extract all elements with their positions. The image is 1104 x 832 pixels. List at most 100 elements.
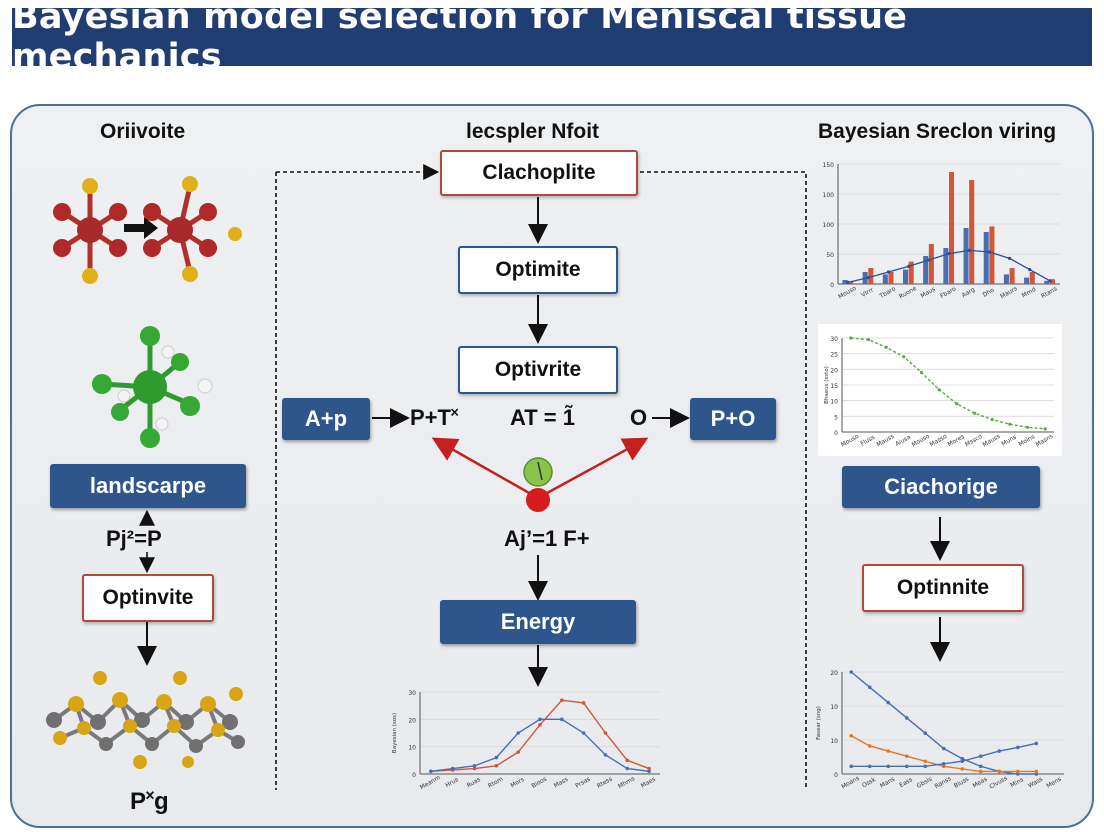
bar	[902, 269, 909, 284]
optivrite-box: Optivrite	[458, 346, 618, 394]
data-point	[472, 764, 477, 768]
polymer-molecule-icon	[46, 671, 245, 769]
x-tick-label: Mens	[1045, 776, 1062, 790]
x-tick-label: Ruone	[898, 285, 918, 301]
data-point	[625, 766, 630, 771]
trend-point	[1007, 256, 1012, 260]
y-tick-label: 100	[823, 222, 835, 229]
data-point	[560, 717, 564, 722]
trend-point	[1028, 268, 1032, 272]
x-tick-label: Moins	[1017, 433, 1036, 448]
data-point	[886, 749, 891, 753]
bar	[928, 244, 934, 284]
x-tick-label: Mouso	[837, 285, 858, 301]
x-tick-label: Bluss	[953, 776, 970, 790]
x-tick-label: Maes	[640, 776, 657, 790]
x-tick-label: Eass	[898, 776, 913, 789]
x-tick-label: Bioos	[530, 776, 548, 790]
ap-box: A+p	[282, 398, 370, 440]
data-point	[867, 764, 872, 769]
x-tick-label: Mhms	[617, 775, 636, 790]
y-tick-label: 30	[830, 336, 838, 343]
trend-point	[967, 248, 971, 252]
data-point	[867, 744, 872, 748]
data-point	[886, 700, 891, 705]
data-point	[923, 731, 928, 735]
trend-point	[866, 276, 870, 280]
reaction-node-icon	[523, 457, 553, 512]
data-point	[1015, 745, 1020, 750]
x-tick-label: Fluss	[859, 434, 876, 448]
data-point	[941, 764, 946, 769]
y-tick-label: 0	[834, 772, 838, 779]
formula-aj: Aj’=1 F+	[504, 526, 590, 551]
data-point	[581, 701, 586, 705]
data-point	[494, 764, 499, 768]
center-column-header: lecspler Nfoit	[466, 120, 600, 143]
po-box: P+O	[690, 398, 776, 440]
y-axis-label: Fasear (sng)	[816, 706, 822, 740]
red-arrow-right	[537, 437, 649, 500]
x-tick-label: Rtess	[596, 776, 614, 790]
x-tick-label: Rtans	[1040, 285, 1058, 300]
data-point	[625, 758, 630, 763]
series-line	[850, 337, 1046, 430]
x-tick-label: Masso	[929, 433, 949, 449]
data-point	[516, 750, 520, 754]
data-point	[904, 764, 909, 769]
trend-point	[907, 264, 911, 268]
x-tick-label: Wass	[1027, 776, 1044, 790]
data-point	[923, 764, 928, 769]
optinvite-label: Optinvite	[82, 574, 214, 622]
y-tick-label: 15	[830, 383, 838, 390]
x-tick-label: Aiusa	[894, 433, 912, 447]
data-point	[960, 759, 965, 764]
data-point	[972, 411, 977, 415]
data-point	[866, 337, 871, 342]
data-point	[1034, 772, 1039, 776]
x-tick-label: Meas	[971, 776, 988, 790]
landscape-label: landscarpe	[50, 464, 246, 508]
clachoplite-box: Clachoplite	[440, 150, 638, 196]
molecule-pair-icon	[53, 176, 242, 284]
y-tick-label: 20	[830, 670, 838, 677]
data-point	[960, 767, 965, 771]
bar	[943, 248, 949, 284]
y-tick-label: 150	[823, 162, 835, 169]
x-tick-label: Mssco	[964, 433, 984, 448]
y-tick-label: 50	[826, 252, 834, 259]
data-point	[904, 754, 909, 758]
data-point	[849, 733, 854, 738]
energy-label: Energy	[440, 600, 636, 644]
data-point	[902, 355, 906, 359]
y-tick-label: 10	[830, 399, 838, 406]
x-tick-label: Muns	[1000, 434, 1017, 448]
bar	[1024, 277, 1030, 284]
series-line	[850, 671, 1037, 775]
x-tick-label: Maurs	[999, 285, 1018, 300]
data-point	[941, 746, 946, 751]
bar	[842, 280, 848, 284]
formula-at: AT = 1̃	[510, 405, 576, 430]
data-point	[516, 731, 520, 735]
x-tick-label: Mauss	[875, 433, 895, 449]
data-point	[581, 731, 586, 735]
y-axis-label: Bhaeus (ssto)	[824, 366, 830, 404]
data-point	[1043, 427, 1047, 431]
x-tick-label: Ruas	[466, 776, 482, 789]
y-tick-label: 10	[830, 704, 838, 711]
data-point	[997, 769, 1002, 774]
data-point	[472, 766, 477, 771]
x-tick-label: Prsas	[574, 776, 591, 790]
data-point	[886, 764, 891, 769]
data-point	[1008, 422, 1012, 426]
data-point	[937, 388, 941, 392]
trend-point	[947, 252, 951, 256]
right-column-header: Bayesian Sreclon viring	[818, 120, 1057, 143]
x-tick-label: Ranss	[934, 775, 953, 790]
